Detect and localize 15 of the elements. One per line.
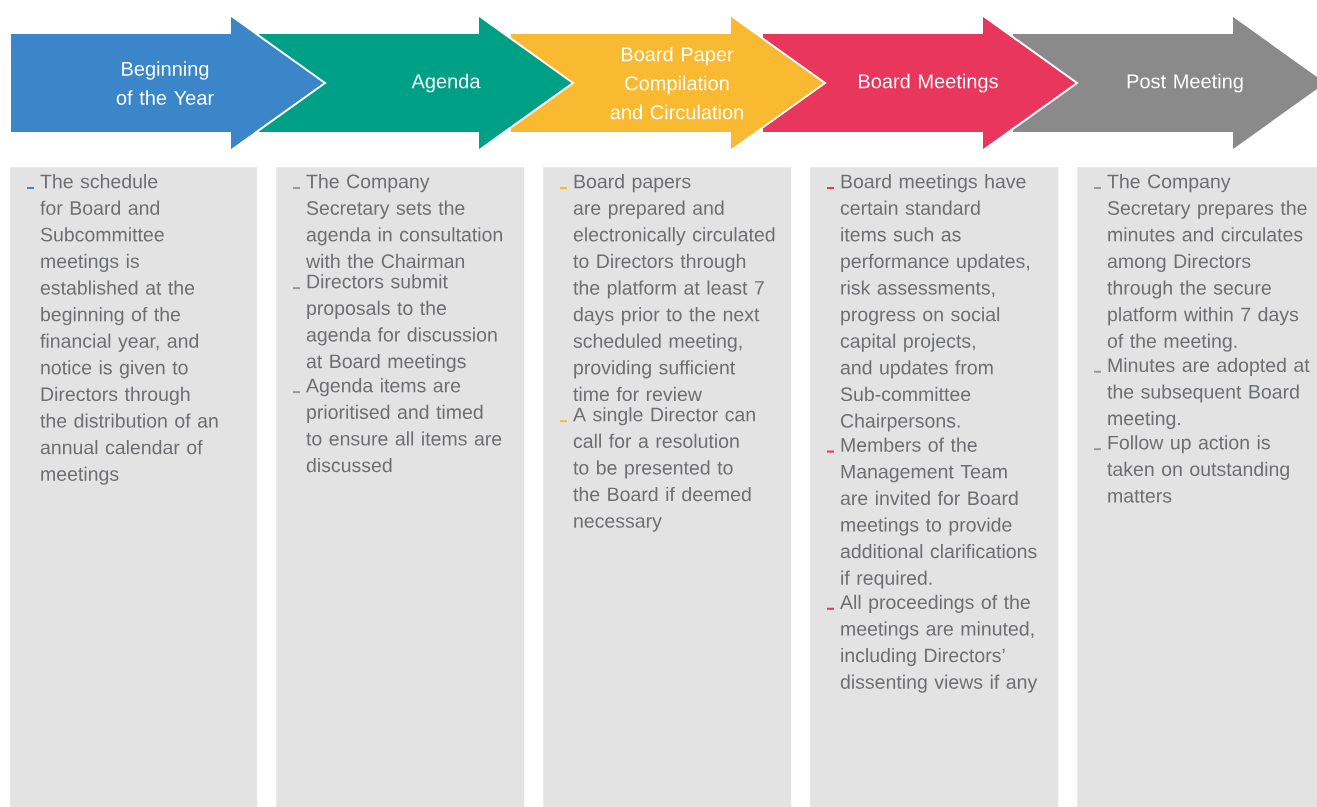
stage-banner: Board Meetings xyxy=(761,13,1079,153)
bullet-text: Agenda items are prioritised and timed to ensure all items are discussed xyxy=(306,378,502,473)
bullet-text: Board meetings have certain standard items such as performance updates, risk assessments, progress on social capital projects, and updates from Sub-committee Chairpersons. xyxy=(840,174,1029,432)
bullet-text: A single Director can call for a resolution to be presented to the Board if deemed necessary xyxy=(573,407,755,532)
bullet-text: Directors submit proposals to the agenda for discussion at Board meetings xyxy=(306,274,497,373)
stage-banner: Beginning of the Year xyxy=(9,13,327,153)
bullet-text: Follow up action is taken on outstanding matters xyxy=(1107,435,1289,503)
bullet-text: All proceedings of the meetings are minuted, including Directors’ dissenting views if any xyxy=(840,594,1038,693)
bullet-text: Minutes are adopted at the subsequent Board meeting. xyxy=(1107,357,1310,430)
bullet-text: Board papers are prepared and electronically circulated to Directors through the platform at least 7 days prior to the next scheduled meeting, providing sufficient time for review xyxy=(573,174,775,402)
bullet-text: The Company Secretary prepares the minutes and circulates among Directors through the secure platform within 7 days of the meeting. xyxy=(1107,174,1307,352)
stage-banner: Board Paper Compilation and Circulation xyxy=(509,13,827,153)
bullet-text: The Company Secretary sets the agenda in consultation with the Chairman xyxy=(305,174,502,269)
bullet-text: The schedule for Board and Subcommittee meetings is established at the beginning of the financial year, and notice is given to Directors through the distribution of an annual calendar of meetings xyxy=(40,174,218,485)
bullet-text: Members of the Management Team are invited for Board meetings to provide additional clarifications if required. xyxy=(840,437,1037,589)
